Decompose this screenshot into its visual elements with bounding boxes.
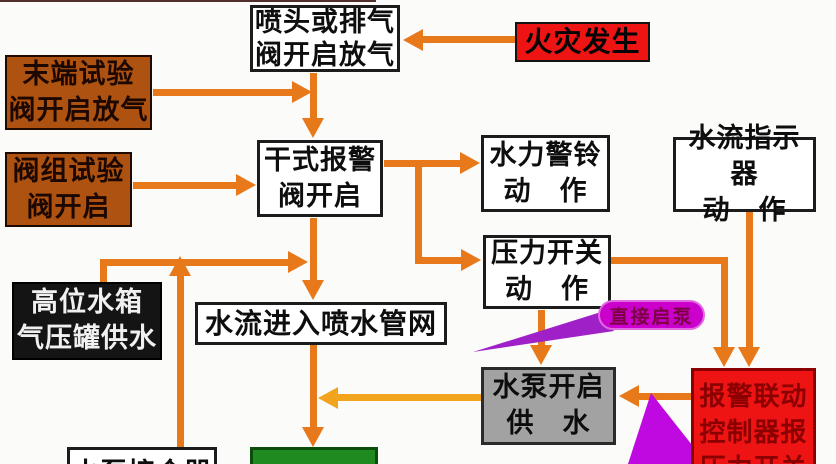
arrow-controller-to-pump-line xyxy=(637,393,691,400)
node-alarm-linkage-controller: 报警联动 控制器报 压力开关 xyxy=(691,368,816,464)
node-pump-start-supply-label: 水泵开启 供 水 xyxy=(492,372,605,439)
callout-direct-pump-start: 直接启泵 xyxy=(598,300,705,330)
node-end-test-valve: 末端试验 阀开启放气 xyxy=(5,55,152,130)
arrow-valvegroup-line xyxy=(133,182,238,189)
node-water-into-network-label: 水流进入喷水管网 xyxy=(204,306,437,340)
node-end-test-valve-label: 末端试验 阀开启放气 xyxy=(8,58,149,126)
arrow-dryvalve-to-pressure-head xyxy=(461,249,481,271)
arrow-tank-vline xyxy=(100,259,107,284)
node-siamese-connection-label: 水泵接合器 xyxy=(72,456,212,464)
node-valve-group-test: 阀组试验 阀开启 xyxy=(5,152,132,227)
arrow-siamese-head xyxy=(169,256,191,276)
arrow-endtest-head xyxy=(292,81,312,103)
node-flow-indicator: 水流指示器 动 作 xyxy=(673,123,816,226)
node-fire-occurs-label: 火灾发生 xyxy=(524,25,641,58)
arrow-dryvalve-to-pressure-hline xyxy=(415,257,465,264)
arrow-controller-to-pump-head xyxy=(619,385,639,407)
arrow-indicator-to-controller-head xyxy=(738,347,760,367)
node-dry-alarm-valve-label: 干式报警 阀开启 xyxy=(264,144,376,212)
node-valve-group-test-label: 阀组试验 阀开启 xyxy=(12,155,125,223)
arrow-pressure-to-pump-head xyxy=(530,345,552,365)
node-sprinkler-exhaust: 喷头或排气 阀开启放气 xyxy=(250,5,400,72)
arrow-pressure-to-controller-vline xyxy=(721,257,728,347)
node-siamese-connection: 水泵接合器 xyxy=(67,447,217,464)
node-pump-start-supply: 水泵开启 供 水 xyxy=(481,367,616,445)
arrow-fire-to-sprinkler-head xyxy=(403,29,423,51)
arrow-pump-to-network-line xyxy=(336,394,481,401)
node-water-into-network: 水流进入喷水管网 xyxy=(195,302,447,345)
arrow-dryvalve-to-network-line xyxy=(310,218,317,280)
arrow-pressure-to-controller-head xyxy=(713,347,735,367)
arrow-dryvalve-to-network-head xyxy=(302,280,324,300)
arrow-siamese-line xyxy=(177,274,184,447)
arrow-pressure-to-controller-hline xyxy=(611,257,728,264)
node-fire-occurs: 火灾发生 xyxy=(515,22,650,62)
node-elevated-tank: 高位水箱 气压罐供水 xyxy=(12,282,162,360)
node-alarm-linkage-controller-label: 报警联动 控制器报 压力开关 xyxy=(699,382,808,464)
arrow-dryvalve-to-pressure-vline xyxy=(415,160,422,264)
node-flow-indicator-label: 水流指示器 动 作 xyxy=(688,122,801,226)
callout-direct-pump-start-label: 直接启泵 xyxy=(609,305,694,328)
node-dry-alarm-valve: 干式报警 阀开启 xyxy=(257,140,383,217)
arrow-network-down-head xyxy=(302,427,324,447)
node-sprinkler-exhaust-label: 喷头或排气 阀开启放气 xyxy=(255,6,395,71)
node-pressure-switch: 压力开关 动 作 xyxy=(483,235,611,309)
node-hydraulic-bell-label: 水力警铃 动 作 xyxy=(489,139,602,207)
arrow-pressure-to-pump-line xyxy=(538,310,545,345)
arrow-fire-to-sprinkler-line xyxy=(421,36,515,43)
arrow-endtest-line xyxy=(153,89,295,96)
node-pressure-switch-label: 压力开关 动 作 xyxy=(491,238,603,305)
arrow-network-down-line xyxy=(310,345,317,427)
node-elevated-tank-label: 高位水箱 气压罐供水 xyxy=(17,287,157,354)
arrow-sprinkler-to-dryvalve-line xyxy=(310,73,317,121)
arrow-indicator-to-controller-line xyxy=(746,212,753,347)
node-green-bottom-box xyxy=(250,447,378,464)
arrow-sprinkler-to-dryvalve-head xyxy=(302,118,324,138)
node-hydraulic-bell: 水力警铃 动 作 xyxy=(481,135,610,212)
arrow-dryvalve-to-bell-head xyxy=(460,152,480,174)
top-border-strip xyxy=(0,0,376,2)
arrow-dryvalve-to-bell-line xyxy=(384,160,462,167)
arrow-pump-to-network-head xyxy=(318,387,338,409)
arrow-tank-hline xyxy=(100,259,290,266)
arrow-tank-head xyxy=(288,251,308,273)
arrow-valvegroup-head xyxy=(236,174,256,196)
